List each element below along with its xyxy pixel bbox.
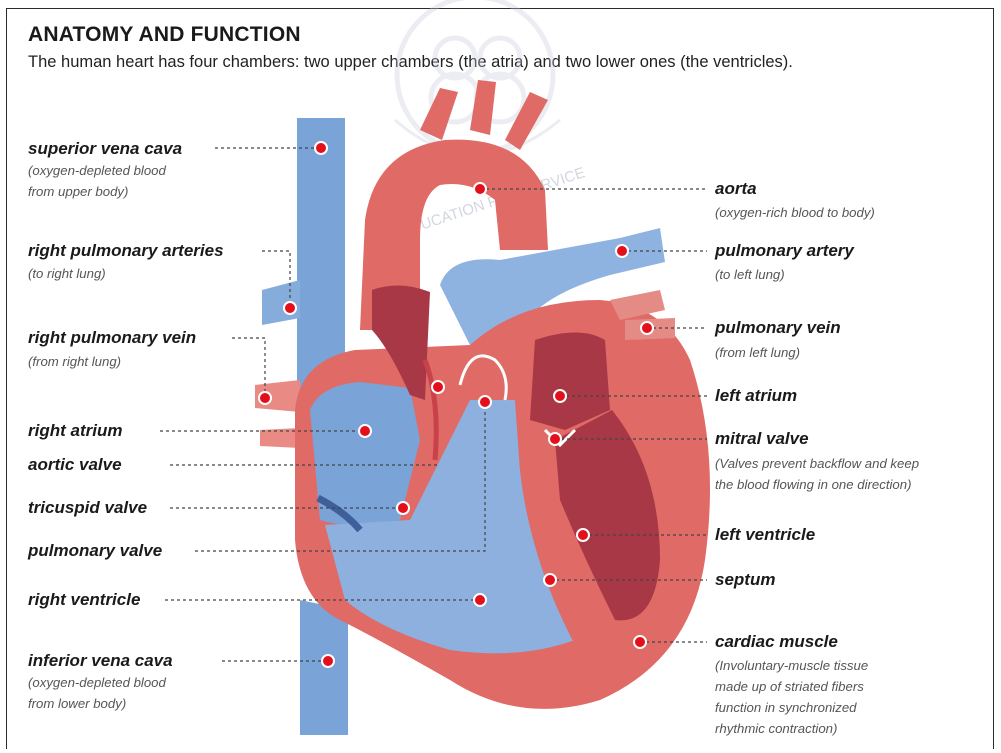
pulmonary-valve-marker[interactable]: [479, 396, 491, 408]
label-right-atrium: right atrium: [28, 421, 122, 441]
label-aortic-valve: aortic valve: [28, 455, 122, 475]
label-left-atrium: left atrium: [715, 386, 797, 406]
aorta-marker[interactable]: [474, 183, 486, 195]
aortic-valve-marker[interactable]: [432, 381, 444, 393]
note-cardiac-muscle-4: rhythmic contraction): [715, 718, 837, 739]
note-superior-vena-cava-2: from upper body): [28, 181, 128, 202]
note-superior-vena-cava-1: (oxygen-depleted blood: [28, 160, 166, 181]
superior-vena-cava-marker[interactable]: [315, 142, 327, 154]
note-pulmonary-artery: (to left lung): [715, 264, 785, 285]
label-aorta: aorta: [715, 179, 757, 199]
note-inferior-vena-cava-2: from lower body): [28, 693, 126, 714]
label-right-ventricle: right ventricle: [28, 590, 140, 610]
tricuspid-valve-marker[interactable]: [397, 502, 409, 514]
label-pulmonary-valve: pulmonary valve: [28, 541, 162, 561]
right-ventricle-marker[interactable]: [474, 594, 486, 606]
label-right-pulmonary-arteries: right pulmonary arteries: [28, 241, 224, 261]
label-pulmonary-artery: pulmonary artery: [715, 241, 854, 261]
right-pulmonary-arteries-marker[interactable]: [284, 302, 296, 314]
note-aorta: (oxygen-rich blood to body): [715, 202, 875, 223]
note-cardiac-muscle-1: (Involuntary-muscle tissue: [715, 655, 868, 676]
right-atrium-marker[interactable]: [359, 425, 371, 437]
left-atrium-marker[interactable]: [554, 390, 566, 402]
note-inferior-vena-cava-1: (oxygen-depleted blood: [28, 672, 166, 693]
label-left-ventricle: left ventricle: [715, 525, 815, 545]
note-cardiac-muscle-3: function in synchronized: [715, 697, 856, 718]
note-cardiac-muscle-2: made up of striated fibers: [715, 676, 864, 697]
label-septum: septum: [715, 570, 775, 590]
note-right-pulmonary-vein: (from right lung): [28, 351, 121, 372]
label-tricuspid-valve: tricuspid valve: [28, 498, 147, 518]
label-cardiac-muscle: cardiac muscle: [715, 632, 838, 652]
label-pulmonary-vein: pulmonary vein: [715, 318, 841, 338]
cardiac-muscle-marker[interactable]: [634, 636, 646, 648]
pulmonary-artery-marker[interactable]: [616, 245, 628, 257]
label-superior-vena-cava: superior vena cava: [28, 139, 182, 159]
left-ventricle-marker[interactable]: [577, 529, 589, 541]
septum-marker[interactable]: [544, 574, 556, 586]
note-mitral-valve-1: (Valves prevent backflow and keep: [715, 453, 919, 474]
label-right-pulmonary-vein: right pulmonary vein: [28, 328, 196, 348]
note-pulmonary-vein: (from left lung): [715, 342, 800, 363]
note-right-pulmonary-arteries: (to right lung): [28, 263, 106, 284]
label-mitral-valve: mitral valve: [715, 429, 809, 449]
label-inferior-vena-cava: inferior vena cava: [28, 651, 173, 671]
pulmonary-vein-marker[interactable]: [641, 322, 653, 334]
mitral-valve-marker[interactable]: [549, 433, 561, 445]
inferior-vena-cava-marker[interactable]: [322, 655, 334, 667]
right-pulmonary-vein-marker[interactable]: [259, 392, 271, 404]
note-mitral-valve-2: the blood flowing in one direction): [715, 474, 911, 495]
